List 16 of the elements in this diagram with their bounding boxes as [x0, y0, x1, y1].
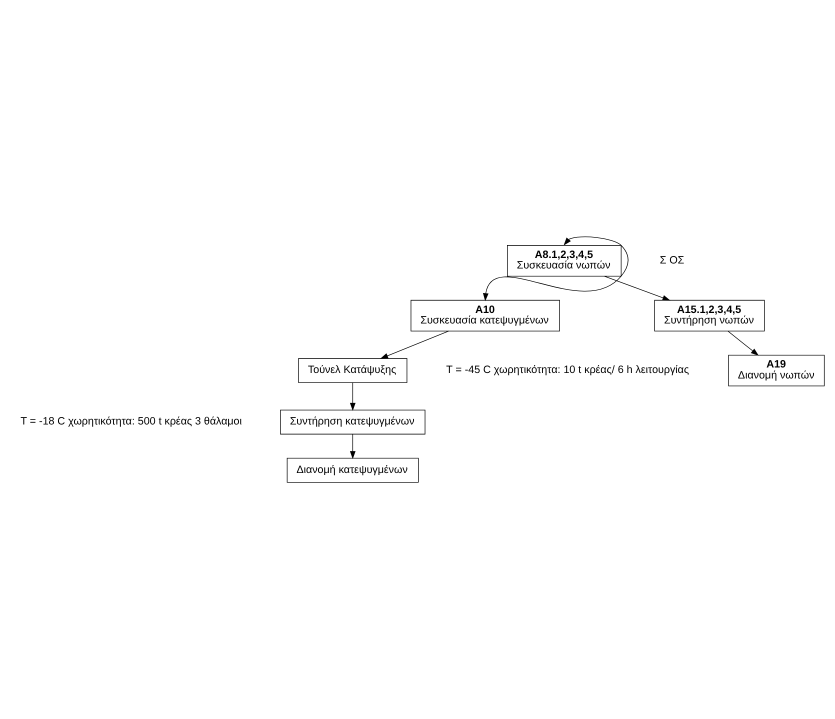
- arrow: [604, 276, 670, 301]
- label: Σ ΟΣ: [660, 254, 684, 266]
- node-label: T = -45 C χωρητικότητα: 10 t κρέας/ 6 h λειτουργίας: [446, 364, 689, 376]
- arrow: [350, 382, 356, 411]
- node-box: Συντήρηση κατεψυγμένων: [280, 410, 426, 434]
- node-box: A10 Συσκευασία κατεψυγμένων: [410, 300, 560, 332]
- node-box: A15.1,2,3,4,5 Συντήρηση νωπών: [654, 300, 765, 332]
- arrow: [380, 330, 450, 359]
- node-box: A8.1,2,3,4,5 Συσκευασία νωπών: [507, 245, 622, 276]
- node-label: T = -18 C χωρητικότητα: 500 t κρέας 3 θάλαμοι: [20, 416, 242, 428]
- arrow: [350, 434, 356, 460]
- node-box: A19 Διανομή νωπών: [728, 354, 825, 386]
- node-box: Τούνελ Κατάψυξης: [298, 358, 408, 383]
- arrow: [482, 236, 628, 302]
- node-box: Διανομή κατεψυγμένων: [286, 458, 419, 483]
- arrow: [728, 330, 759, 356]
